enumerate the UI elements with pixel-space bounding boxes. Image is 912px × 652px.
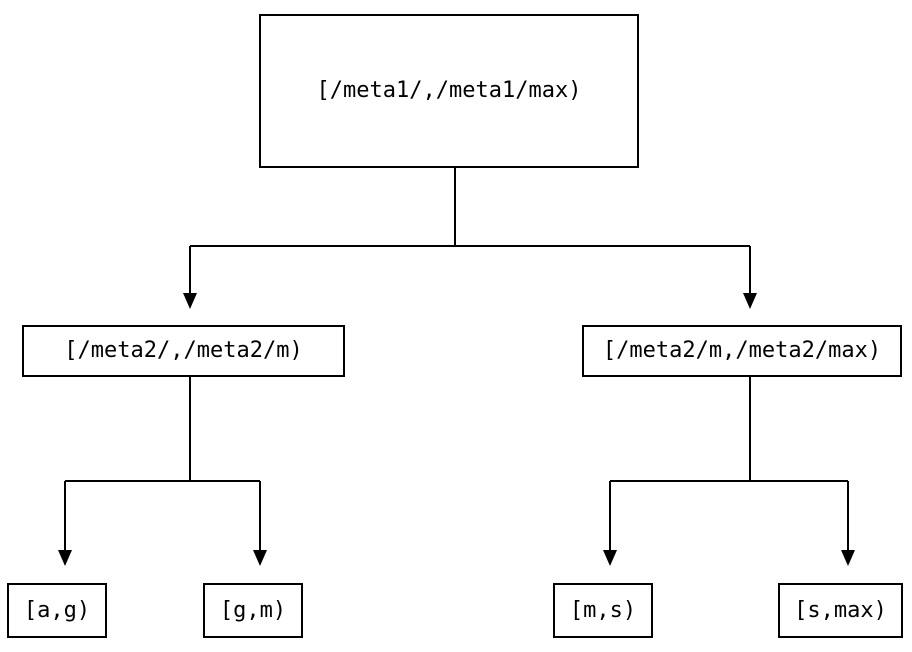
arrowheads-left-subtree xyxy=(58,550,267,566)
tree-node-leaf-g-m: [g,m) xyxy=(203,583,303,638)
edges-from-root xyxy=(189,168,751,293)
tree-node-leaf-m-s: [m,s) xyxy=(553,583,653,638)
node-label-leaf-a-g: [a,g) xyxy=(23,597,91,623)
node-label-meta2-left: [/meta2/,/meta2/m) xyxy=(64,338,303,363)
tree-node-leaf-a-g: [a,g) xyxy=(7,583,107,638)
tree-node-leaf-s-max: [s,max) xyxy=(778,583,903,638)
node-label-root: [/meta1/,/meta1/max) xyxy=(316,78,582,103)
arrowheads-level1 xyxy=(183,293,757,309)
node-label-meta2-right: [/meta2/m,/meta2/max) xyxy=(602,338,882,363)
arrowhead-to-leaf-s-max xyxy=(841,550,855,566)
tree-node-meta2-right: [/meta2/m,/meta2/max) xyxy=(582,325,902,377)
node-label-leaf-g-m: [g,m) xyxy=(219,597,287,623)
arrowhead-to-meta2-left xyxy=(183,293,197,309)
arrowheads-right-subtree xyxy=(603,550,855,566)
arrowhead-to-leaf-m-s xyxy=(603,550,617,566)
edges-from-meta2-right xyxy=(609,377,849,550)
edges-from-meta2-left xyxy=(64,377,261,550)
tree-node-meta2-left: [/meta2/,/meta2/m) xyxy=(22,325,345,377)
tree-node-root: [/meta1/,/meta1/max) xyxy=(259,14,639,168)
node-label-leaf-s-max: [s,max) xyxy=(794,597,887,623)
arrowhead-to-meta2-right xyxy=(743,293,757,309)
arrowhead-to-leaf-a-g xyxy=(58,550,72,566)
arrowhead-to-leaf-g-m xyxy=(253,550,267,566)
node-label-leaf-m-s: [m,s) xyxy=(569,597,637,623)
